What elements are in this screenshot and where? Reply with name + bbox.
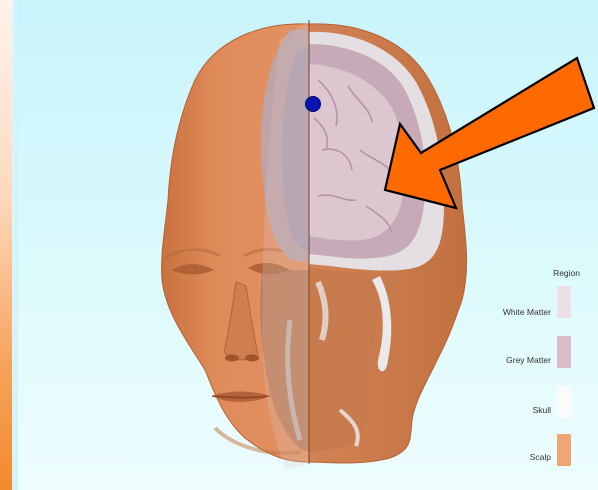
electrode-marker[interactable] xyxy=(306,97,321,112)
legend-label-grey-matter: Grey Matter xyxy=(431,355,551,365)
legend-swatch-skull xyxy=(557,386,571,418)
legend-swatch-white-matter xyxy=(557,286,571,318)
head-right-half xyxy=(309,24,467,463)
legend-swatch-grey-matter xyxy=(557,336,571,368)
legend-label-white-matter: White Matter xyxy=(431,307,551,317)
legend-label-scalp: Scalp xyxy=(431,452,551,462)
legend-title: Region xyxy=(500,268,580,278)
legend-label-skull: Skull xyxy=(431,405,551,415)
legend-swatch-scalp xyxy=(557,434,571,466)
